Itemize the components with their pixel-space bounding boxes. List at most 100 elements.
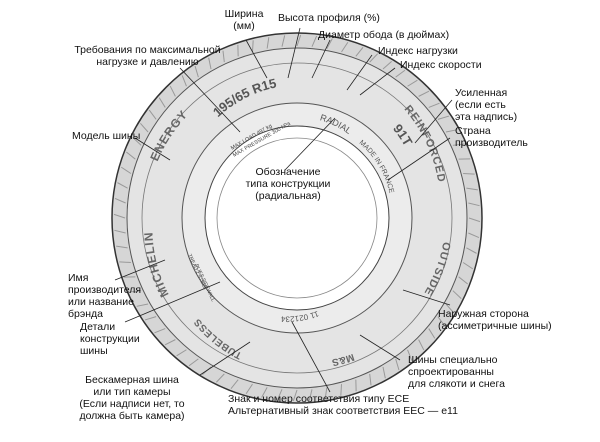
label-reinforced-line3: эта надпись) — [455, 111, 518, 123]
label-reinforced-line1: Усиленная — [455, 87, 508, 99]
label-max-req-line1: Требования по максимальной — [74, 44, 221, 56]
tread-groove — [340, 384, 343, 396]
tread-groove — [369, 53, 379, 63]
tread-groove — [116, 245, 128, 249]
leader-winter — [359, 334, 401, 361]
label-details-line2: конструкции — [80, 333, 140, 345]
label-details: Детали конструкции шины — [80, 321, 140, 357]
tread-groove — [222, 50, 225, 63]
tread-groove — [468, 202, 480, 207]
tread-groove — [445, 303, 454, 313]
label-construction: Обозначение типа конструкции (радиальная… — [238, 166, 338, 202]
rim-inner — [216, 137, 378, 299]
label-country-line1: Страна — [455, 125, 491, 137]
label-maker-line1: Имя — [68, 272, 89, 284]
leader-model — [134, 137, 171, 161]
tread-groove — [126, 151, 136, 160]
leader-maxreq — [179, 67, 241, 133]
tread-groove — [407, 349, 413, 361]
leader-reinforced — [414, 99, 453, 144]
tread-groove — [466, 187, 478, 191]
tread-groove — [245, 383, 253, 395]
leader-outer — [402, 289, 451, 306]
tread-groove — [176, 349, 187, 357]
label-width: Ширина (мм) — [222, 8, 266, 32]
tread-groove — [407, 79, 418, 87]
tread-groove — [144, 316, 157, 321]
label-ece: Знак и номер соответствия типу ECE Альте… — [228, 393, 458, 417]
label-tubeless-line3: (Если надписи нет, то — [79, 398, 185, 410]
label-winter-line2: спроектированны — [408, 366, 494, 378]
tread-groove — [324, 387, 328, 399]
label-maker: Имя производителя или название брэнда — [68, 272, 141, 320]
label-winter-line1: Шины специально — [408, 354, 498, 366]
label-construction-line3: (радиальная) — [255, 190, 321, 202]
tread-groove — [117, 182, 128, 189]
label-tubeless-line2: или тип камеры — [93, 386, 171, 398]
tread-groove — [452, 143, 465, 146]
leader-country — [387, 137, 451, 181]
label-ece-line2: Альтернативный знак соответствия EEC — e… — [228, 405, 458, 417]
tread-groove — [308, 389, 313, 401]
tread-groove — [215, 373, 225, 383]
label-max-requirements: Требования по максимальной нагрузке и да… — [60, 44, 235, 68]
label-ece-line1: Знак и номер соответствия типу ECE — [228, 393, 410, 405]
tread-groove — [281, 35, 286, 47]
tread-groove — [311, 35, 318, 47]
tread-groove — [428, 102, 440, 108]
tread-groove — [140, 123, 149, 133]
tread-groove — [437, 316, 446, 327]
label-profile: Высота профиля (%) — [278, 12, 380, 24]
tread-groove — [181, 75, 187, 87]
label-rim: Диаметр обода (в дюймах) — [318, 29, 450, 41]
leader-rim — [311, 39, 331, 79]
leader-lines — [114, 27, 453, 393]
tread-groove — [418, 339, 425, 351]
tread-groove — [158, 97, 166, 108]
tread-groove — [251, 40, 254, 52]
leader-speed — [359, 67, 396, 96]
label-construction-line2: типа конструкции — [245, 178, 331, 190]
tread-groove — [208, 57, 212, 70]
tire-sidewall-inner-line — [141, 62, 453, 374]
leader-width — [245, 39, 268, 79]
tread-groove — [136, 303, 149, 307]
tread-groove — [114, 229, 126, 234]
label-tubeless-line1: Бескамерная шина — [85, 374, 179, 386]
label-model: Модель шины — [72, 130, 141, 142]
tread-groove — [164, 339, 176, 346]
label-width-line1: Ширина — [224, 8, 264, 20]
label-maker-line4: брэнда — [68, 308, 103, 320]
tread-groove — [292, 389, 298, 402]
label-maker-line2: производителя — [68, 284, 142, 296]
tread-groove — [266, 37, 270, 49]
tread-groove — [276, 389, 283, 401]
tread-groove — [445, 129, 458, 133]
tread-groove — [114, 197, 126, 204]
label-speed-index: Индекс скорости — [400, 59, 482, 71]
label-max-req-line2: нагрузке и давлению — [96, 56, 199, 68]
tread-groove — [355, 47, 364, 57]
label-winter-line3: для слякоти и снега — [408, 378, 505, 390]
tread-groove — [382, 366, 386, 379]
tread-groove — [230, 379, 239, 389]
label-tubeless-line4: должна быть камера) — [79, 410, 185, 422]
tread-groove — [428, 328, 436, 339]
tread-groove — [437, 115, 450, 120]
tread-groove — [462, 262, 474, 270]
label-details-line1: Детали — [80, 321, 116, 333]
label-maker-line3: или название — [68, 296, 134, 308]
label-details-line3: шины — [80, 345, 108, 357]
tread-groove — [154, 328, 166, 334]
tread-groove — [119, 261, 131, 264]
tread-groove — [463, 172, 475, 175]
tread-groove — [382, 61, 392, 70]
label-winter: Шины специально спроектированны для сляк… — [408, 354, 505, 390]
tread-groove — [418, 90, 430, 97]
leader-ece — [291, 321, 331, 393]
tread-groove — [452, 290, 462, 300]
label-construction-line1: Обозначение — [255, 166, 321, 178]
label-outer-line2: (ассиметричные шины) — [438, 320, 552, 332]
tread-groove — [188, 358, 199, 367]
